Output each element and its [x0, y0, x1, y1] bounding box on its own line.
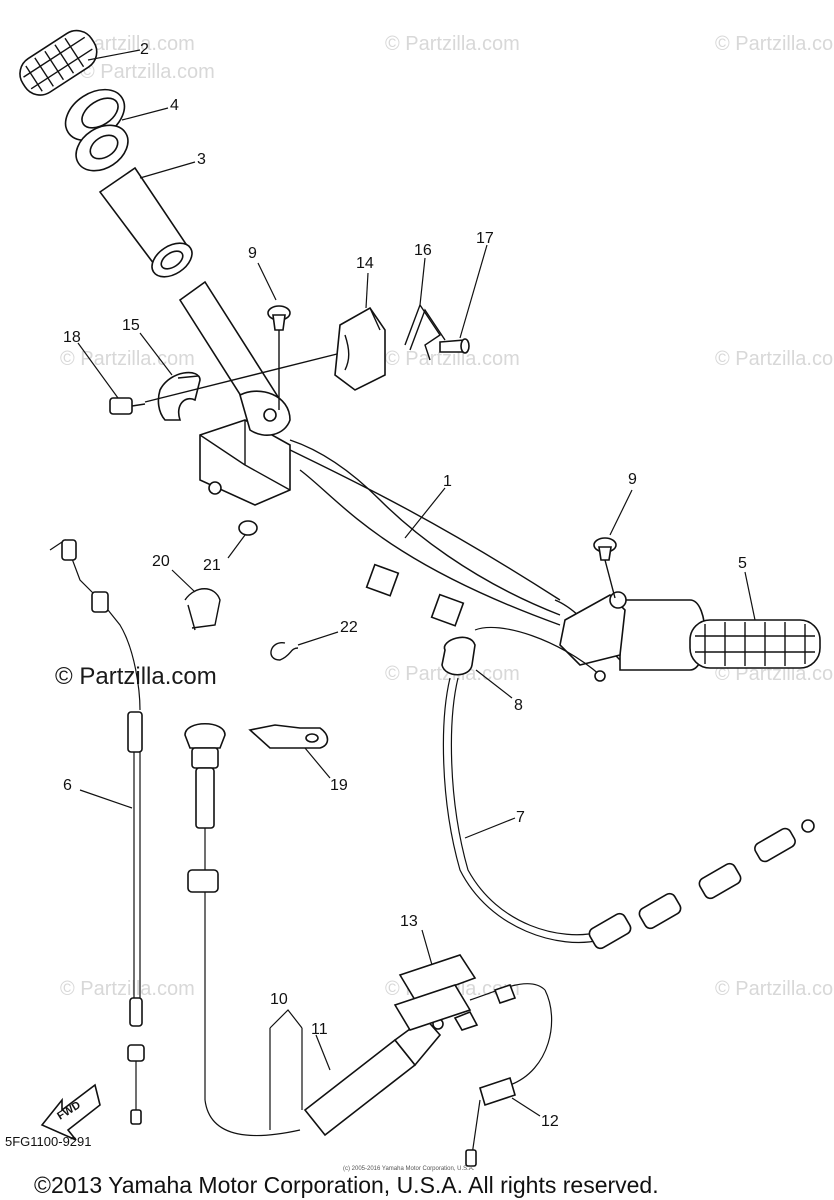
watermark: © Partzilla.com	[715, 33, 834, 55]
callout-16: 16	[414, 242, 432, 259]
callout-9-upper: 9	[248, 245, 257, 262]
screw-21	[238, 520, 258, 536]
tiny-credit: (c) 2005-2016 Yamaha Motor Corporation, …	[343, 1166, 475, 1172]
callout-2: 2	[140, 41, 149, 58]
watermark-prominent: © Partzilla.com	[55, 663, 217, 690]
callout-17: 17	[476, 230, 494, 247]
watermark: © Partzilla.com	[385, 348, 520, 370]
cable-12	[465, 989, 553, 1167]
callout-3: 3	[197, 151, 206, 168]
callout-7: 7	[516, 809, 525, 826]
callout-8: 8	[514, 697, 523, 714]
callout-6: 6	[63, 777, 72, 794]
watermark: © Partzilla.com	[385, 33, 520, 55]
watermark-layer: © Partzilla.com © Partzilla.com © Partzi…	[55, 33, 834, 1000]
throttle-grip-tube	[98, 166, 193, 278]
holder-19	[248, 724, 329, 749]
callout-22: 22	[340, 619, 358, 636]
callout-18: 18	[63, 329, 81, 346]
callout-14: 14	[356, 255, 374, 272]
clip-20	[184, 588, 221, 631]
left-grip	[19, 29, 98, 96]
callouts: 2 4 3 9 14 16 17 18 15 1 9 5 21 20 22 8	[63, 41, 756, 1130]
handlebar-washer	[75, 124, 129, 172]
choke-knob-cable	[184, 723, 444, 1137]
watermark: © Partzilla.com	[715, 348, 834, 370]
callout-12: 12	[541, 1113, 559, 1130]
right-grip	[619, 599, 821, 671]
diagram-code: 5FG1100-9291	[5, 1134, 92, 1149]
clip-22	[270, 642, 299, 661]
watermark: © Partzilla.com	[60, 978, 195, 1000]
callout-11: 11	[311, 1021, 328, 1038]
callout-1: 1	[443, 473, 452, 490]
callout-19: 19	[330, 777, 348, 794]
clip-16	[404, 303, 446, 361]
fwd-arrow: FWD	[40, 1083, 101, 1141]
throttle-housing	[199, 390, 291, 506]
bolt-18	[109, 397, 146, 415]
screw-17	[439, 338, 470, 354]
sleeve-13	[393, 954, 546, 1031]
callout-10: 10	[270, 991, 288, 1008]
watermark: © Partzilla.com	[60, 348, 195, 370]
callout-9-right: 9	[628, 471, 637, 488]
callout-21: 21	[203, 557, 221, 574]
callout-15: 15	[122, 317, 140, 334]
callout-20: 20	[152, 553, 170, 570]
lever-holder	[559, 537, 627, 666]
callout-4: 4	[170, 97, 179, 114]
cable-6	[49, 539, 145, 1125]
callout-5: 5	[738, 555, 747, 572]
watermark: © Partzilla.com	[715, 978, 834, 1000]
screw-9-upper	[267, 305, 291, 410]
clamp-left	[157, 371, 201, 421]
copyright-notice: ©2013 Yamaha Motor Corporation, U.S.A. A…	[34, 1172, 659, 1198]
watermark: © Partzilla.com	[80, 61, 215, 83]
throttle-cable-routing	[474, 626, 606, 682]
cable-7	[441, 636, 815, 950]
clamp-14	[334, 306, 386, 391]
callout-13: 13	[400, 913, 418, 930]
